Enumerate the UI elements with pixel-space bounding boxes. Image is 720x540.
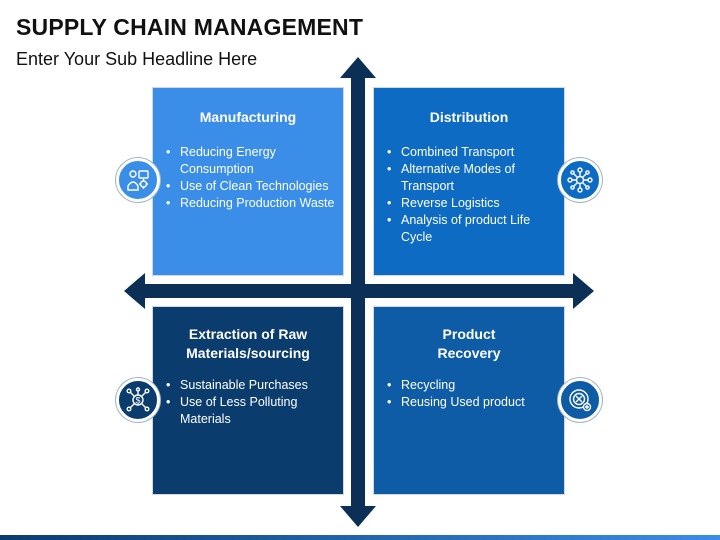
- list-item: Reusing Used product: [387, 394, 558, 411]
- bullet-list: Combined Transport Alternative Modes of …: [387, 144, 558, 246]
- quadrant-distribution: Distribution Combined Transport Alternat…: [373, 87, 565, 276]
- page-subtitle: Enter Your Sub Headline Here: [16, 49, 258, 69]
- quadrant-manufacturing: Manufacturing Reducing Energy Consumptio…: [152, 87, 344, 276]
- list-item: Alternative Modes of Transport: [387, 161, 558, 195]
- list-item: Reducing Production Waste: [166, 195, 337, 212]
- quadrant-title: Distribution: [429, 109, 509, 125]
- dollar-network-icon: $: [116, 378, 160, 422]
- bullet-list: Recycling Reusing Used product: [387, 377, 558, 411]
- list-item: Sustainable Purchases: [166, 377, 337, 394]
- page-title: SUPPLY CHAIN MANAGEMENT: [16, 14, 364, 40]
- list-item: Use of Less Polluting Materials: [166, 394, 337, 428]
- quadrant-title: Manufacturing: [199, 109, 297, 125]
- recycle-icon: [558, 378, 602, 422]
- list-item: Reverse Logistics: [387, 195, 558, 212]
- bullet-list: Sustainable Purchases Use of Less Pollut…: [166, 377, 337, 428]
- list-item: Analysis of product Life Cycle: [387, 212, 558, 246]
- bullet-list: Reducing Energy Consumption Use of Clean…: [166, 144, 337, 212]
- bottom-accent-bar: [0, 535, 720, 540]
- list-item: Reducing Energy Consumption: [166, 144, 337, 178]
- worker-machine-icon: [116, 158, 160, 202]
- list-item: Recycling: [387, 377, 558, 394]
- list-item: Use of Clean Technologies: [166, 178, 337, 195]
- distribution-network-icon: [558, 158, 602, 202]
- svg-text:$: $: [135, 396, 140, 406]
- list-item: Combined Transport: [387, 144, 558, 161]
- horizontal-arrow: [124, 273, 594, 309]
